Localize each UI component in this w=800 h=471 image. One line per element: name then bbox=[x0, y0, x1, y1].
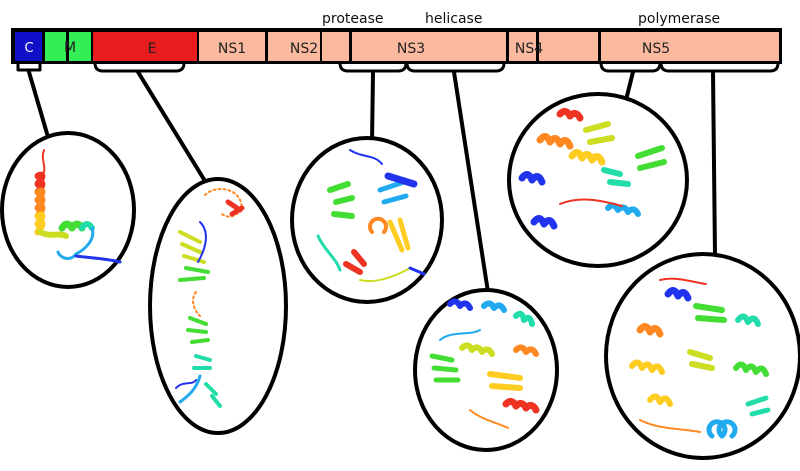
bracket-ns5-polymerase bbox=[659, 62, 780, 73]
connector-mtase bbox=[624, 70, 635, 102]
segment-label-ns5: NS5 bbox=[642, 41, 670, 57]
segment-ns4b bbox=[539, 32, 598, 61]
segment-label-ns2: NS2 bbox=[290, 41, 318, 57]
connector-helicase bbox=[452, 70, 490, 294]
genome-bar: C M E NS1 NS2 NS3 NS4 NS5 bbox=[11, 28, 782, 64]
structure-frame-c bbox=[0, 131, 136, 289]
structure-frame-protease bbox=[290, 136, 444, 304]
connector-protease bbox=[370, 70, 375, 145]
segment-label-c: C bbox=[24, 41, 33, 56]
segment-ns2a bbox=[268, 32, 320, 61]
segment-ns2b bbox=[322, 32, 349, 61]
bracket-e bbox=[93, 62, 186, 73]
segment-m-divider bbox=[66, 32, 69, 61]
ribbon-e bbox=[175, 188, 245, 408]
segment-label-m: M bbox=[64, 40, 76, 56]
domain-label-protease: protease bbox=[322, 11, 384, 27]
segment-label-ns1: NS1 bbox=[218, 41, 246, 57]
domain-brackets bbox=[16, 62, 780, 73]
ribbon-structures bbox=[34, 107, 771, 439]
ribbon-polymerase bbox=[629, 277, 771, 439]
bracket-ns5-mtase bbox=[599, 62, 662, 73]
ribbon-protease bbox=[316, 149, 426, 282]
segment-label-ns4: NS4 bbox=[515, 41, 543, 57]
structure-frames bbox=[0, 92, 800, 460]
domain-label-helicase: helicase bbox=[425, 11, 482, 27]
connector-lines bbox=[27, 70, 717, 294]
segment-c bbox=[15, 32, 42, 61]
domain-label-polymerase: polymerase bbox=[638, 11, 720, 27]
segment-ns1 bbox=[199, 32, 265, 61]
segment-e bbox=[93, 32, 197, 61]
bracket-ns3-protease bbox=[338, 62, 408, 73]
ribbon-c bbox=[34, 149, 122, 264]
connector-polymerase bbox=[711, 70, 717, 258]
connector-c bbox=[27, 70, 50, 139]
segment-label-e: E bbox=[148, 41, 157, 57]
ribbon-helicase bbox=[429, 298, 540, 429]
segment-ns3 bbox=[352, 32, 506, 61]
structure-frame-helicase bbox=[413, 288, 559, 452]
bracket-ns3-helicase bbox=[405, 62, 506, 73]
ribbon-mtase bbox=[518, 107, 667, 230]
structure-frame-e bbox=[148, 177, 288, 435]
bracket-c bbox=[16, 63, 42, 72]
connector-e bbox=[136, 70, 207, 183]
segment-ns5 bbox=[601, 32, 779, 61]
segment-label-ns3: NS3 bbox=[397, 41, 425, 57]
segment-ns4a bbox=[509, 32, 536, 61]
